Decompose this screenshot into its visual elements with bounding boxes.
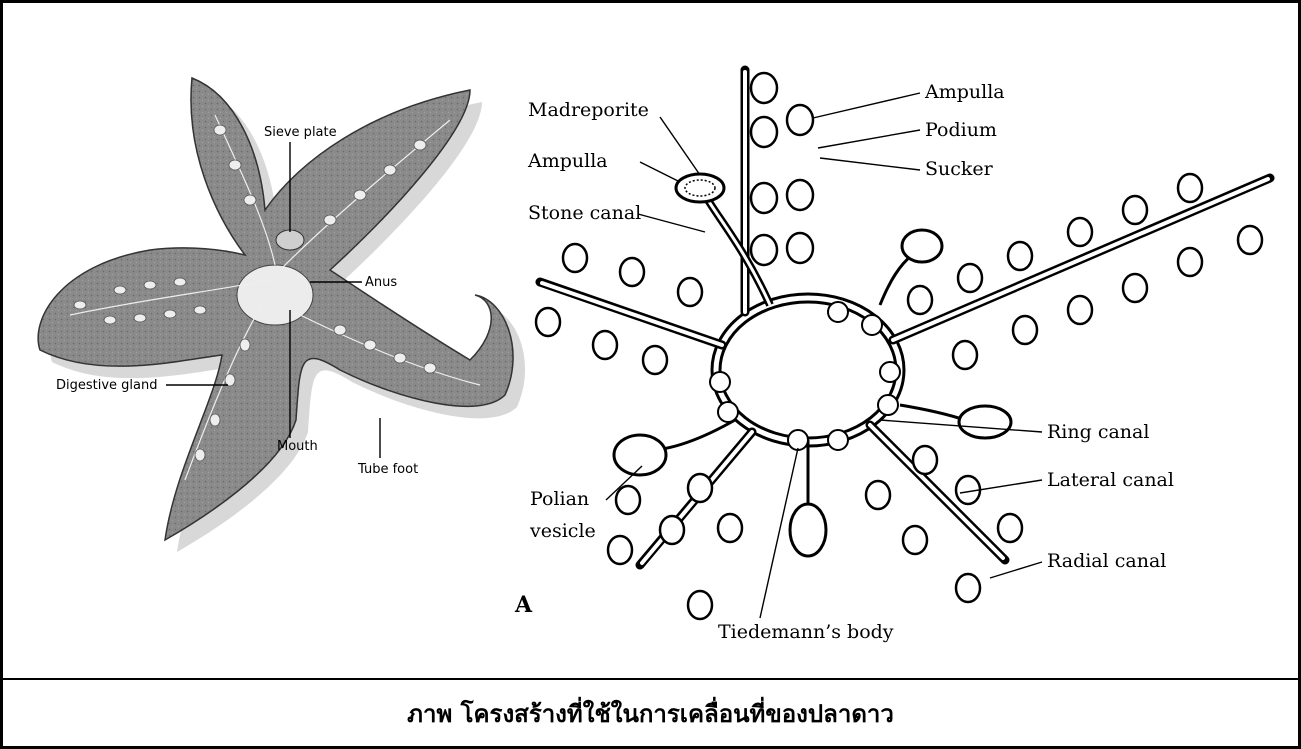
label-stone-canal: Stone canal [528,202,641,224]
madreporite-shape [676,174,724,202]
label-ring-canal: Ring canal [1047,421,1149,443]
caption-divider [0,678,1301,680]
label-mouth: Mouth [277,439,318,454]
label-digestive-gland: Digestive gland [56,378,158,393]
label-sucker: Sucker [925,158,994,180]
label-ampulla-left: Ampulla [527,150,608,172]
label-tube-foot: Tube foot [357,462,418,477]
panel-letter: A [514,592,533,618]
label-ampulla-top: Ampulla [924,81,1005,103]
label-podium: Podium [925,119,997,141]
label-radial-canal: Radial canal [1047,550,1166,572]
label-madreporite: Madreporite [528,99,649,121]
water-vascular-system [536,70,1270,619]
label-tiedemann-body: Tiedemann’s body [718,621,894,643]
label-sieve-plate: Sieve plate [264,125,337,140]
label-polian-line1: Polian [530,488,589,510]
starfish-illustration [38,78,525,552]
sieve-plate-shape [276,230,304,250]
label-polian-line2: vesicle [529,520,596,542]
figure-caption: ภาพ โครงสร้างที่ใช้ในการเคลื่อนที่ของปลา… [0,694,1301,733]
label-anus: Anus [365,275,397,290]
label-lateral-canal: Lateral canal [1047,469,1174,491]
